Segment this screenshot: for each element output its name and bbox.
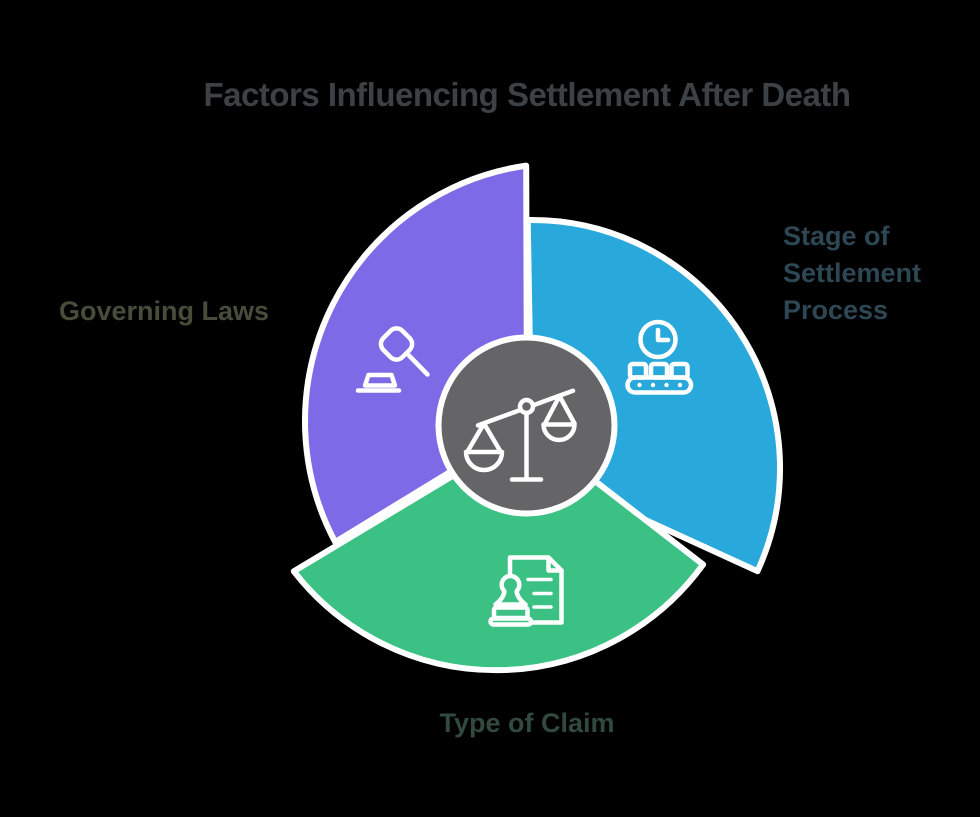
label-stage-of-settlement-process: Stage of Settlement Process [783,221,921,325]
gavel-icon [355,326,430,393]
label-line: Settlement [783,258,921,288]
label-line: Process [783,295,888,325]
belt-roller [637,382,642,388]
belt-roller [650,382,656,388]
gavel-handle [406,353,430,377]
belt-roller [664,382,669,388]
conveyor-box [669,361,690,380]
scale-right-pan [541,422,577,443]
document-fold [546,555,564,573]
page-title: Factors Influencing Settlement After Dea… [203,76,850,113]
document-outline [507,555,564,625]
conveyor-belt-clock-icon [625,319,694,395]
balance-scale-icon [463,388,577,482]
gavel-head [378,326,415,362]
center-hub [435,334,618,517]
label-line: Stage of [783,221,891,251]
label-type-of-claim: Type of Claim [439,708,614,738]
scale-left-pan [463,449,505,473]
label-governing-laws: Governing Laws [59,296,269,326]
belt-roller [677,382,683,388]
conveyor-box [648,361,670,380]
stamp-knob [493,573,528,607]
scale-left-strings [465,421,503,454]
gavel-block [362,372,398,388]
stamp-plate [488,616,534,627]
scale-pivot [517,397,536,416]
clock-face [638,319,678,360]
segment-type-of-claim [290,427,707,674]
conveyor-box [627,361,649,380]
clock-hands [655,327,671,343]
document-stamp-icon [488,555,564,627]
scale-right-strings [542,393,577,426]
